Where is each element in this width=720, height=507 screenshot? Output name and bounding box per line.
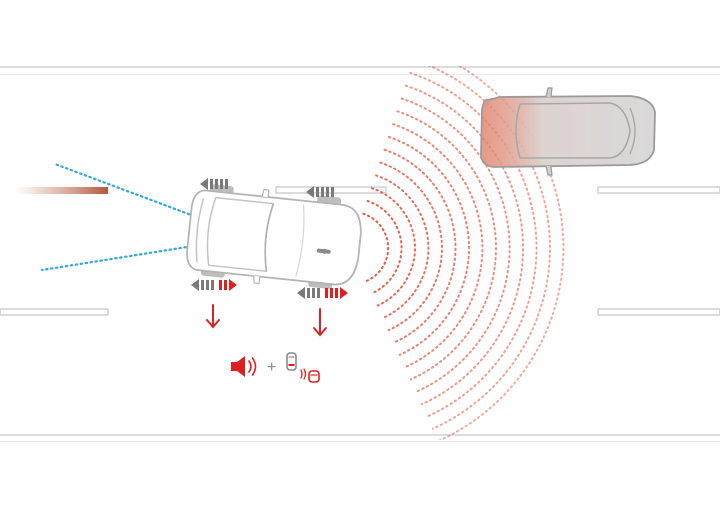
radar-arc xyxy=(409,71,538,418)
road-edge-top-inner xyxy=(0,74,720,75)
radar-arc xyxy=(370,187,417,307)
other-vehicle-mirror-top xyxy=(545,87,553,98)
left-arrow xyxy=(306,186,334,198)
ego-vehicle-badge xyxy=(316,248,331,254)
radar-arc xyxy=(400,97,511,393)
other-vehicle-mirror-bottom xyxy=(545,165,553,176)
plus-sign: + xyxy=(267,359,276,376)
radar-arc xyxy=(396,110,497,381)
radar-arc xyxy=(438,66,565,440)
other-vehicle-body xyxy=(480,95,656,168)
radar-arcs xyxy=(362,66,565,440)
other-vehicle-roof xyxy=(519,102,631,159)
lateral-arrows-top xyxy=(200,178,334,198)
trail-mark xyxy=(14,187,108,194)
left-arrow xyxy=(191,279,214,291)
warning-icons: + xyxy=(231,352,320,383)
down-arrow xyxy=(206,304,220,329)
ego-vehicle-rear-window xyxy=(195,198,205,263)
radar-arc xyxy=(392,123,484,369)
road-edge-bottom-inner xyxy=(0,441,720,442)
ego-vehicle-roof xyxy=(206,196,275,273)
ego-vehicle-windshield xyxy=(264,203,275,272)
other-vehicle-windshield xyxy=(515,103,521,159)
two-cars-icon xyxy=(286,352,297,371)
left-arrow xyxy=(200,178,228,190)
radar-arc xyxy=(375,174,430,319)
radar-arc xyxy=(427,66,551,430)
road-edge-top xyxy=(0,66,720,68)
ego-vehicle-hood-line xyxy=(295,204,305,277)
lane-marking xyxy=(597,308,720,316)
ego-vehicle-mirror-top xyxy=(261,188,270,198)
radar-arc xyxy=(404,84,525,406)
down-arrow xyxy=(313,308,327,337)
left-arrow xyxy=(297,287,320,299)
steering-correction-arrows xyxy=(206,304,327,337)
radar-arc xyxy=(383,148,457,344)
radar-arc xyxy=(366,200,403,295)
right-arrow xyxy=(325,287,348,299)
radar-arc xyxy=(387,136,470,356)
speaker-icon xyxy=(231,356,257,377)
radar-wave-icon xyxy=(300,368,307,380)
radar-arc xyxy=(379,161,443,332)
ego-vehicle-mirror-bottom xyxy=(253,275,261,285)
lateral-arrows-bottom xyxy=(191,279,348,299)
lane-marking xyxy=(0,308,109,316)
lane-marking xyxy=(597,186,720,194)
road-edge-bottom xyxy=(0,434,720,436)
other-vehicle-rear-window xyxy=(629,107,636,155)
car-small-icon xyxy=(308,370,320,383)
ego-vehicle xyxy=(186,184,362,289)
right-arrow xyxy=(219,279,237,291)
other-vehicle xyxy=(480,87,656,176)
radar-arc xyxy=(362,212,390,282)
